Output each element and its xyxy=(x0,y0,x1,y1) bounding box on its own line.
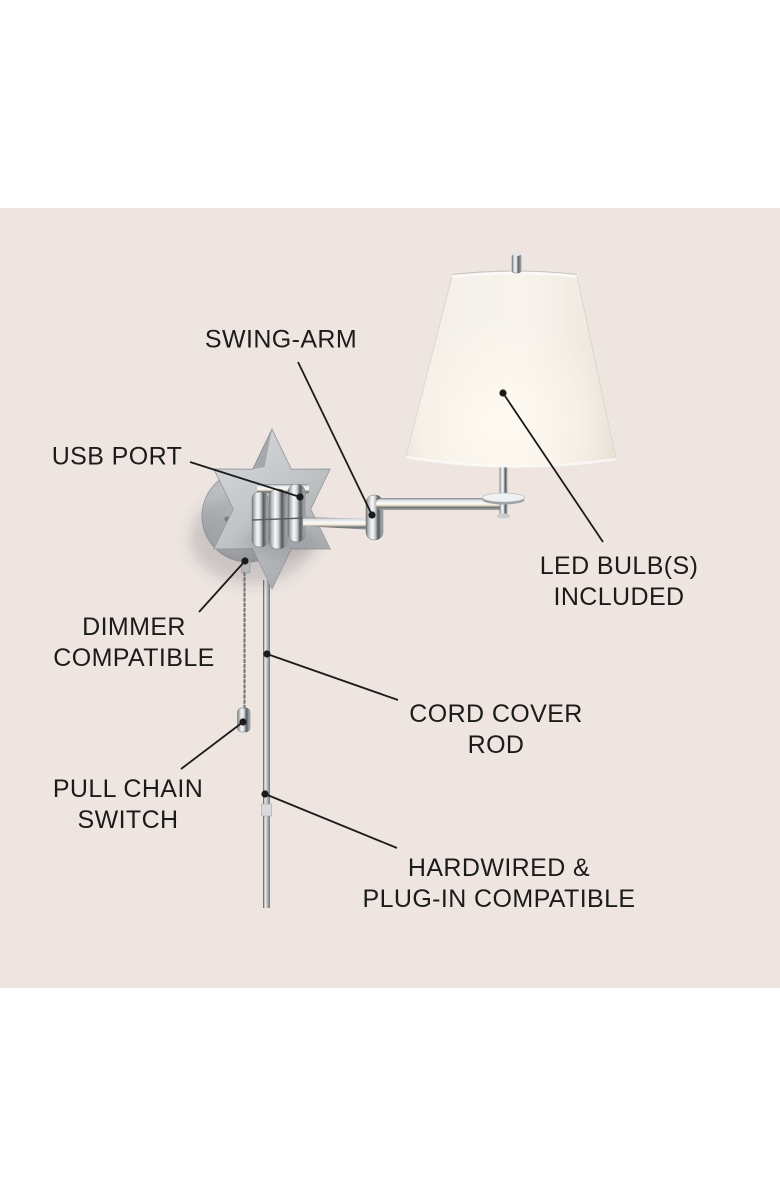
leader-dimmer xyxy=(198,560,246,613)
label-cord-cover-rod: CORD COVER ROD xyxy=(409,699,582,761)
label-swing-arm-text: SWING-ARM xyxy=(204,325,358,354)
label-cord-line2: ROD xyxy=(467,731,525,759)
diagram-canvas: SWING-ARM USB PORT DIMMER COMPATIBLE PUL… xyxy=(0,208,780,988)
leader-dot-hardwired xyxy=(261,790,269,798)
label-led-line2: INCLUDED xyxy=(553,583,685,611)
shade-disc xyxy=(482,492,525,503)
label-usb-port: USB PORT xyxy=(52,442,183,473)
rod-coupling xyxy=(261,803,272,817)
leader-dot-led-bulb xyxy=(499,389,507,397)
label-dimmer-line2: COMPATIBLE xyxy=(53,644,215,672)
leader-led-bulb xyxy=(502,392,604,543)
label-led-line1: LED BULB(S) xyxy=(539,552,699,580)
leader-usb-port xyxy=(189,461,301,498)
leader-dot-pull-chain xyxy=(239,718,247,726)
label-led-bulbs-included: LED BULB(S) INCLUDED xyxy=(540,551,699,613)
leader-swing-arm xyxy=(297,361,373,516)
cord-cover-rod xyxy=(263,580,270,908)
label-usb-port-text: USB PORT xyxy=(51,442,183,471)
leader-dot-dimmer xyxy=(241,557,249,565)
leader-dot-swing-arm xyxy=(368,511,376,519)
swing-arm-inner-segment xyxy=(303,517,374,530)
leader-dot-cord-cover xyxy=(263,650,271,658)
leader-cord-cover xyxy=(266,653,399,701)
swing-arm xyxy=(303,494,508,541)
leader-pull-chain xyxy=(180,721,244,770)
shade-stem-assembly xyxy=(482,458,525,519)
label-hardwired-plug-in: HARDWIRED & PLUG-IN COMPATIBLE xyxy=(363,853,636,915)
shade-finial xyxy=(511,252,522,274)
leader-hardwired xyxy=(264,793,398,849)
callout-leaders xyxy=(180,361,604,849)
shade-bottom-rim xyxy=(405,455,617,468)
label-cord-line1: CORD COVER xyxy=(409,700,583,728)
label-pull-chain-line1: PULL CHAIN xyxy=(52,775,204,803)
swing-arm-outer-segment xyxy=(376,498,508,510)
shade-stem xyxy=(499,458,508,516)
pull-chain xyxy=(237,559,251,733)
label-pull-chain-line2: SWITCH xyxy=(77,806,179,834)
wall-sconce-illustration xyxy=(180,252,617,908)
label-pull-chain-switch: PULL CHAIN SWITCH xyxy=(53,774,203,836)
label-hardwired-line1: HARDWIRED & xyxy=(407,854,591,882)
label-dimmer-compatible: DIMMER COMPATIBLE xyxy=(53,612,214,674)
label-hardwired-line2: PLUG-IN COMPATIBLE xyxy=(362,885,636,913)
shade-glow xyxy=(406,272,616,467)
stem-end-cap xyxy=(497,513,510,519)
leader-dot-usb-port xyxy=(296,493,304,501)
label-swing-arm: SWING-ARM xyxy=(205,325,357,356)
hinge-assembly xyxy=(243,483,319,556)
usb-port-block xyxy=(287,483,306,543)
lamp-shade xyxy=(405,270,617,468)
label-dimmer-line1: DIMMER xyxy=(82,613,186,641)
